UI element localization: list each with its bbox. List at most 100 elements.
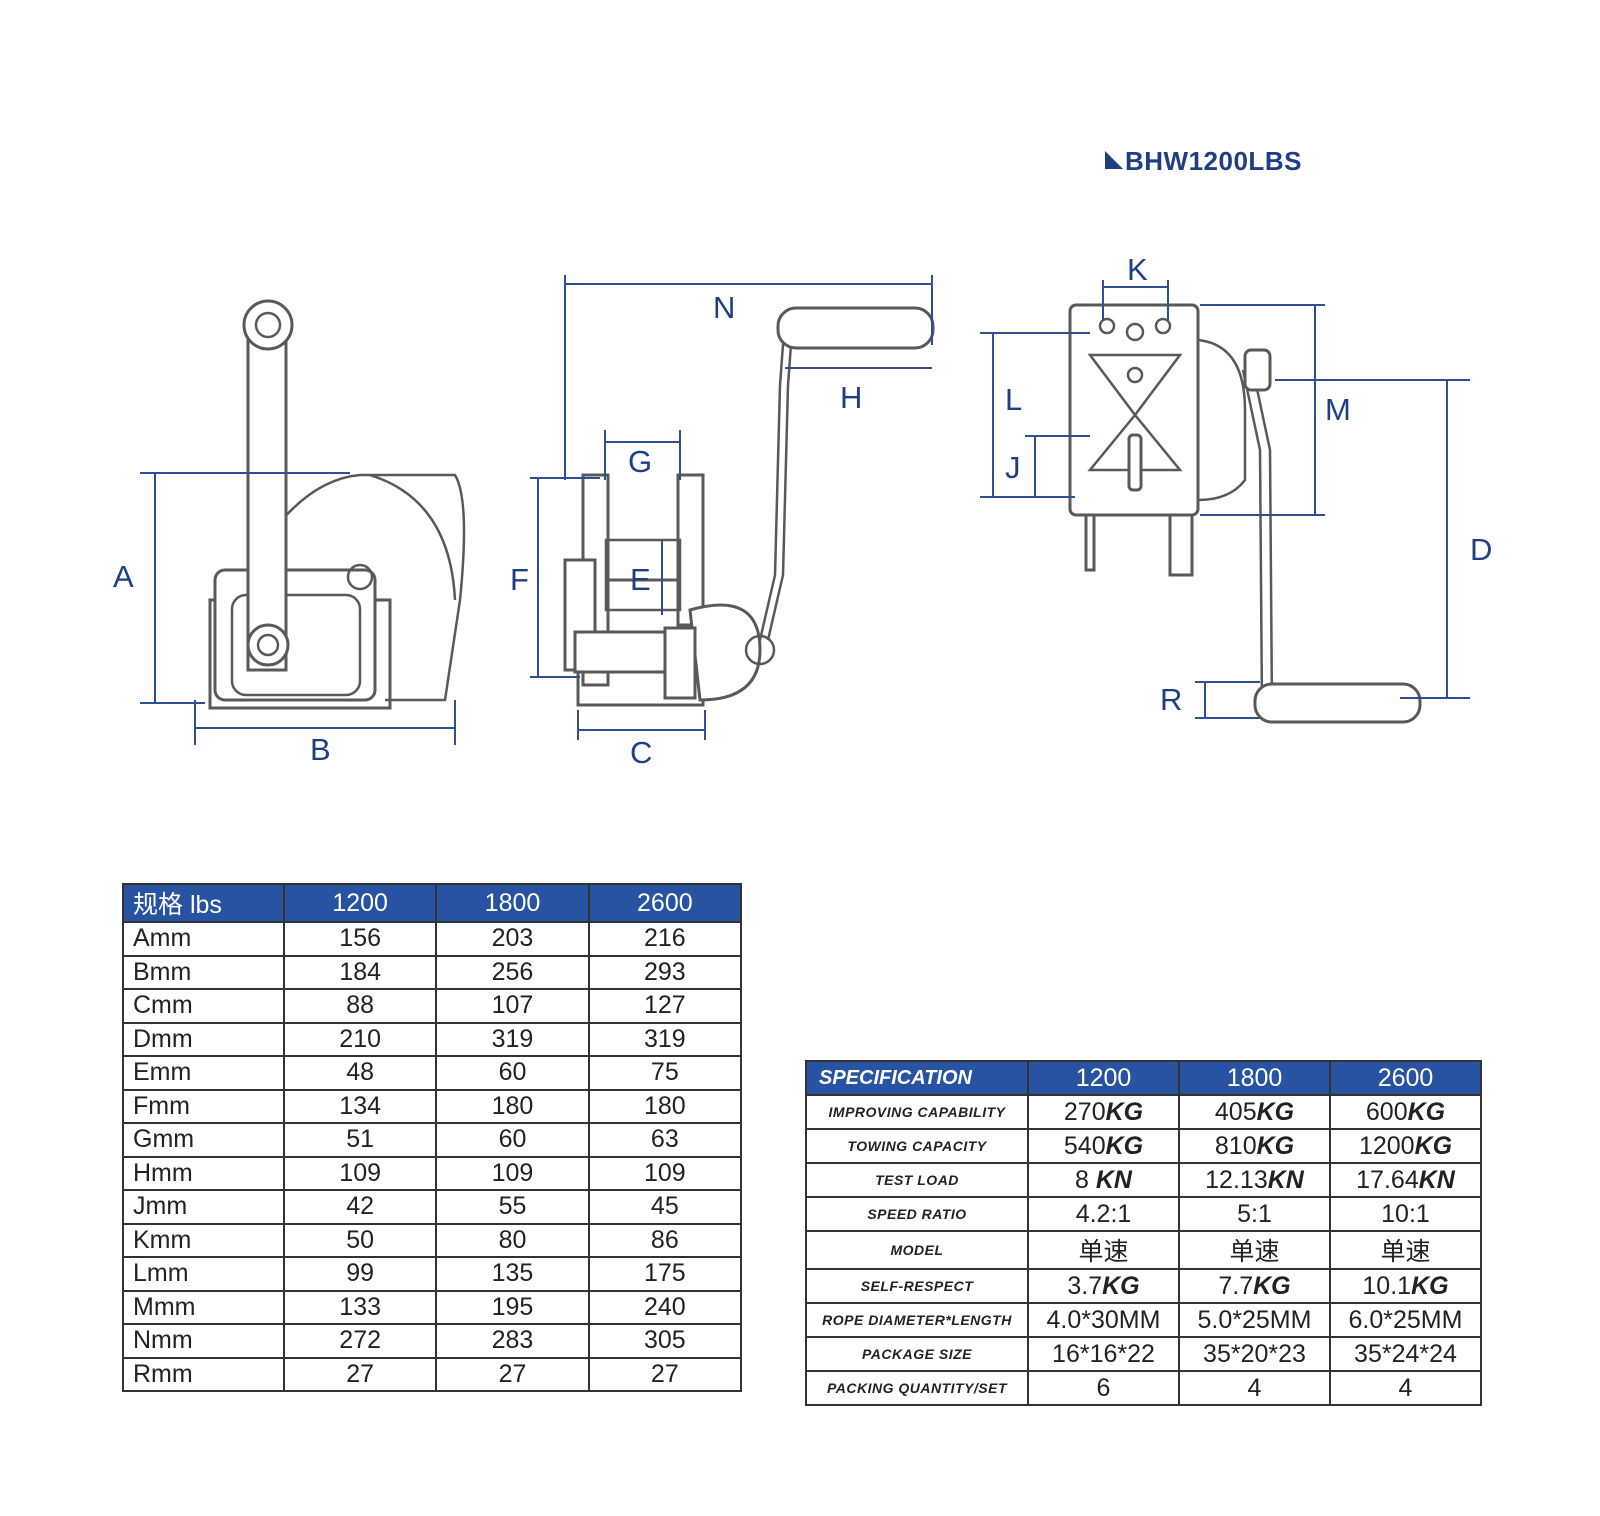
spec-unit: KG: [1105, 1097, 1144, 1126]
table-cell: 107: [435, 988, 590, 1024]
table-cell: 6.0*25MM: [1329, 1302, 1482, 1338]
row-label: Jmm: [122, 1189, 285, 1225]
dim-label-a: A: [113, 559, 134, 594]
table-cell: 4.0*30MM: [1027, 1302, 1180, 1338]
table-cell: 5:1: [1178, 1196, 1331, 1232]
lever-eye: [242, 299, 294, 351]
table-cell: 45: [587, 1189, 743, 1225]
spec-value: 10.1: [1362, 1271, 1412, 1300]
spec-unit: KG: [1256, 1097, 1295, 1126]
table-cell: 540KG: [1027, 1128, 1180, 1164]
spec-row-label: ROPE DIAMETER*LENGTH: [805, 1302, 1029, 1338]
table-cell: 55: [435, 1189, 590, 1225]
spec-value: 1200: [1358, 1131, 1415, 1160]
spec-row-label: IMPROVING CAPABILITY: [805, 1094, 1029, 1130]
crank-lever: [246, 328, 288, 672]
spec-value: 4: [1398, 1373, 1413, 1402]
spec-value: 405: [1214, 1097, 1257, 1126]
spec-unit: KG: [1102, 1271, 1140, 1300]
header-1800: 1800: [435, 883, 590, 923]
spec-unit: KN: [1418, 1165, 1455, 1194]
spec-unit: KN: [1267, 1165, 1304, 1194]
table-cell: 27: [282, 1356, 438, 1392]
spec-value: 5.0*25MM: [1197, 1305, 1312, 1334]
table-cell: 60: [435, 1122, 590, 1158]
table-cell: 180: [435, 1088, 590, 1124]
table-cell: 86: [587, 1222, 743, 1258]
winch-side-view: [208, 299, 466, 710]
spec-value: 6: [1096, 1373, 1111, 1402]
header-2600: 2600: [587, 883, 743, 923]
row-label: Emm: [122, 1055, 285, 1091]
crank-handle-grip: [776, 306, 935, 350]
dim-label-g: G: [628, 444, 652, 479]
row-label: Mmm: [122, 1289, 285, 1325]
dim-label-j: J: [1005, 450, 1021, 485]
row-label: Lmm: [122, 1256, 285, 1292]
table-cell: 单速: [1178, 1230, 1331, 1270]
table-cell: 4: [1329, 1370, 1482, 1406]
table-cell: 216: [587, 921, 743, 957]
model-title: BHW1200LBS: [1125, 146, 1302, 176]
table-cell: 156: [282, 921, 438, 957]
spec-unit: KG: [1407, 1097, 1446, 1126]
dim-label-d: D: [1470, 532, 1492, 567]
dim-label-l: L: [1005, 382, 1022, 417]
spec-value: 540: [1063, 1131, 1106, 1160]
table-cell: 135: [435, 1256, 590, 1292]
winch-rear-view: [1068, 303, 1422, 724]
row-label: Hmm: [122, 1155, 285, 1191]
table-cell: 4.2:1: [1027, 1196, 1180, 1232]
table-cell: 42: [282, 1189, 438, 1225]
row-label: Nmm: [122, 1323, 285, 1359]
winch-front-view: [563, 306, 935, 707]
spec-row-label: TEST LOAD: [805, 1162, 1029, 1198]
table-cell: 10.1KG: [1329, 1268, 1482, 1304]
table-cell: 75: [587, 1055, 743, 1091]
table-cell: 195: [435, 1289, 590, 1325]
spec-row-label: SELF-RESPECT: [805, 1268, 1029, 1304]
header-2600: 2600: [1329, 1060, 1482, 1096]
dimension-table-header: 规格 lbs 1200 1800 2600: [122, 883, 743, 923]
spec-value: 600: [1365, 1097, 1408, 1126]
table-cell: 210: [282, 1021, 438, 1057]
table-cell: 60: [435, 1055, 590, 1091]
table-cell: 319: [435, 1021, 590, 1057]
table-cell: 810KG: [1178, 1128, 1331, 1164]
spec-unit: KG: [1256, 1131, 1295, 1160]
spec-unit: KG: [1253, 1271, 1291, 1300]
dim-label-h: H: [840, 380, 862, 415]
table-cell: 16*16*22: [1027, 1336, 1180, 1372]
table-cell: 283: [435, 1323, 590, 1359]
table-cell: 175: [587, 1256, 743, 1292]
header-1800: 1800: [1178, 1060, 1331, 1096]
spec-row-label: TOWING CAPACITY: [805, 1128, 1029, 1164]
spec-value: 单速: [1229, 1238, 1280, 1266]
table-cell: 88: [282, 988, 438, 1024]
spec-value: 35*24*24: [1354, 1339, 1457, 1368]
row-label: Gmm: [122, 1122, 285, 1158]
dim-label-b: B: [310, 732, 331, 767]
table-cell: 5.0*25MM: [1178, 1302, 1331, 1338]
spec-row-label: PACKING QUANTITY/SET: [805, 1370, 1029, 1406]
table-cell: 单速: [1027, 1230, 1180, 1270]
spec-unit: KG: [1105, 1131, 1144, 1160]
table-cell: 319: [587, 1021, 743, 1057]
spec-value: 6.0*25MM: [1348, 1305, 1463, 1334]
table-cell: 133: [282, 1289, 438, 1325]
spec-value: 17.64: [1356, 1165, 1419, 1194]
spec-value: 35*20*23: [1203, 1339, 1306, 1368]
table-cell: 51: [282, 1122, 438, 1158]
